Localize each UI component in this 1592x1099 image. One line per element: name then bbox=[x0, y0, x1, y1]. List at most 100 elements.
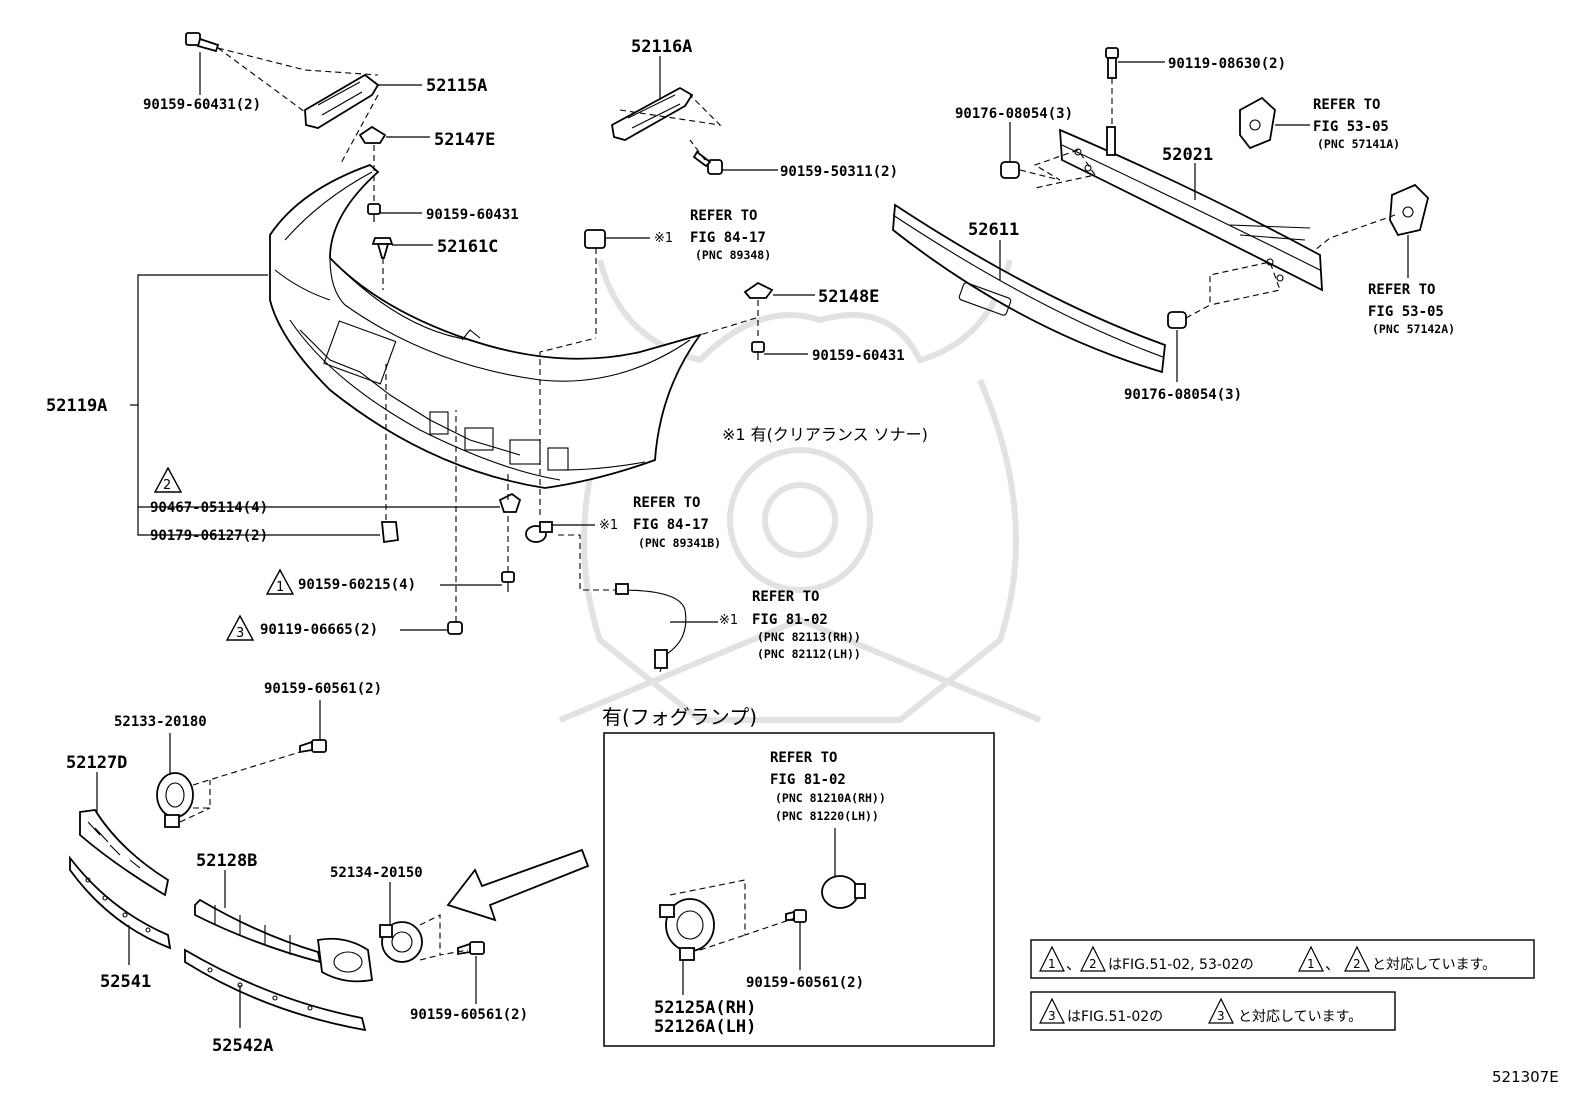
ref-6-line-3: (PNC 81210A(RH)) bbox=[775, 791, 886, 805]
ref-3-line-3: (PNC 82113(RH)) bbox=[757, 630, 861, 644]
ref-5-line-3: (PNC 57142A) bbox=[1372, 322, 1455, 336]
fog-bracket-52133 bbox=[156, 772, 194, 828]
note-2-tail: と対応しています。 bbox=[1238, 1009, 1362, 1025]
label-52148E: 52148E bbox=[818, 287, 879, 307]
ref-5-line-2: FIG 53-05 bbox=[1368, 304, 1444, 320]
bolt-icon bbox=[457, 941, 485, 956]
ref-5-line-1: REFER TO bbox=[1368, 282, 1435, 298]
nut-icon bbox=[1000, 161, 1020, 179]
ref-6-line-2: FIG 81-02 bbox=[770, 772, 846, 788]
label-52119A: 52119A bbox=[46, 396, 107, 416]
svg-text:3: 3 bbox=[1048, 1009, 1056, 1023]
ref-3-line-2: FIG 81-02 bbox=[752, 612, 828, 628]
label-52542A: 52542A bbox=[212, 1036, 273, 1056]
star-mark: ※1 bbox=[599, 518, 618, 533]
svg-text:2: 2 bbox=[163, 478, 171, 493]
label-52133-20180: 52133-20180 bbox=[114, 714, 207, 730]
bolt-icon bbox=[299, 739, 327, 754]
leader-lines bbox=[96, 47, 1409, 1028]
label-90119-06665-2: 90119-06665(2) bbox=[260, 622, 378, 638]
bumper-reinforcement bbox=[1059, 126, 1323, 292]
label-52128B: 52128B bbox=[196, 851, 257, 871]
fog-bracket-52134 bbox=[379, 921, 423, 963]
figure-id: 521307E bbox=[1492, 1068, 1559, 1086]
bolt-icon bbox=[751, 341, 765, 360]
ref-4-line-2: FIG 53-05 bbox=[1313, 119, 1389, 135]
note-1-text: はFIG.51-02, 53-02の bbox=[1108, 957, 1254, 973]
label-90119-08630-2: 90119-08630(2) bbox=[1168, 56, 1286, 72]
svg-text:2: 2 bbox=[1353, 957, 1361, 971]
correspondence-note-1: 1 、 2 はFIG.51-02, 53-02の 1 、 2 と対応しています。 bbox=[1030, 939, 1535, 979]
svg-text:1: 1 bbox=[1048, 957, 1056, 971]
ref-4-line-3: (PNC 57141A) bbox=[1317, 137, 1400, 151]
bolt-icon bbox=[185, 32, 220, 53]
svg-text:、: 、 bbox=[1325, 955, 1340, 973]
clip-52148E bbox=[743, 281, 774, 299]
label-52127D: 52127D bbox=[66, 753, 127, 773]
label-52161C: 52161C bbox=[437, 237, 498, 257]
triangle-mark-2: 2 bbox=[153, 466, 183, 493]
label-52541: 52541 bbox=[100, 972, 151, 992]
note-2-text: はFIG.51-02の bbox=[1067, 1009, 1163, 1025]
svg-text:3: 3 bbox=[236, 626, 244, 641]
ref-2-line-2: FIG 84-17 bbox=[633, 517, 709, 533]
label-90159-60431-b: 90159-60431 bbox=[812, 348, 905, 364]
clip-52161C bbox=[371, 237, 394, 259]
label-52147E: 52147E bbox=[434, 130, 495, 150]
label-90179-06127-2: 90179-06127(2) bbox=[150, 528, 268, 544]
sonar-sensor-clip bbox=[584, 229, 606, 249]
ref-3-line-4: (PNC 82112(LH)) bbox=[757, 647, 861, 661]
label-52126A: 52126A(LH) bbox=[654, 1017, 756, 1037]
label-52115A: 52115A bbox=[426, 76, 487, 96]
label-52125A: 52125A(RH) bbox=[654, 998, 756, 1018]
svg-text:、: 、 bbox=[1066, 955, 1081, 973]
energy-absorber bbox=[892, 203, 1166, 374]
revision-marks: 2 1 3 bbox=[153, 466, 295, 641]
bumper-cover bbox=[269, 163, 703, 489]
label-90159-50311-2: 90159-50311(2) bbox=[780, 164, 898, 180]
correspondence-note-2: 3 はFIG.51-02の 3 と対応しています。 bbox=[1030, 991, 1396, 1031]
grille-52128B bbox=[194, 898, 374, 983]
bracket-52116A bbox=[611, 86, 694, 141]
sonar-sensor bbox=[525, 521, 553, 543]
svg-text:2: 2 bbox=[1089, 957, 1097, 971]
ref-1-line-2: FIG 84-17 bbox=[690, 230, 766, 246]
bolt-icon bbox=[367, 203, 381, 222]
screw-icon bbox=[447, 621, 463, 635]
sonar-wire-harness bbox=[615, 583, 687, 673]
label-90159-60215-4: 90159-60215(4) bbox=[298, 577, 416, 593]
nut-icon bbox=[1167, 311, 1187, 329]
reference-notes: REFER TO ※1 FIG 84-17 (PNC 89348) REFER … bbox=[599, 97, 1455, 823]
ref-1-line-1: REFER TO bbox=[690, 208, 757, 224]
ref-4-line-1: REFER TO bbox=[1313, 97, 1380, 113]
clip-52147E bbox=[358, 125, 387, 144]
part-labels: 90159-60431(2) 52115A 52147E 90159-60431… bbox=[46, 37, 1286, 1056]
ref-2-line-3: (PNC 89341B) bbox=[638, 536, 721, 550]
star-mark: ※1 bbox=[719, 613, 738, 628]
direction-arrow-icon bbox=[446, 848, 590, 922]
label-52611: 52611 bbox=[968, 220, 1019, 240]
label-90159-60431-2: 90159-60431(2) bbox=[143, 97, 261, 113]
ref-6-line-1: REFER TO bbox=[770, 750, 837, 766]
triangle-mark-1: 1 bbox=[265, 568, 295, 595]
label-90159-60561-2-b: 90159-60561(2) bbox=[410, 1007, 528, 1023]
molding-52541 bbox=[69, 855, 172, 950]
bracket-57142A bbox=[1389, 183, 1429, 237]
sonar-note: ※1 有(クリアランス ソナー) bbox=[722, 425, 928, 444]
label-52134-20150: 52134-20150 bbox=[330, 865, 423, 881]
clip-90467 bbox=[498, 492, 522, 513]
svg-text:1: 1 bbox=[276, 580, 284, 595]
screw-icon bbox=[501, 571, 515, 592]
label-90176-08054-3-lower: 90176-08054(3) bbox=[1124, 387, 1242, 403]
label-52021: 52021 bbox=[1162, 145, 1213, 165]
bracket-57141A bbox=[1239, 96, 1276, 150]
label-90176-08054-3: 90176-08054(3) bbox=[955, 106, 1073, 122]
foglamp-note: 有(フォグランプ) bbox=[602, 705, 757, 729]
ref-6-line-4: (PNC 81220(LH)) bbox=[775, 809, 879, 823]
molding-52542A bbox=[184, 948, 367, 1032]
bolt-icon bbox=[1105, 47, 1119, 79]
svg-text:1: 1 bbox=[1307, 957, 1315, 971]
label-90159-60561-2: 90159-60561(2) bbox=[264, 681, 382, 697]
clip-90179 bbox=[381, 521, 399, 544]
